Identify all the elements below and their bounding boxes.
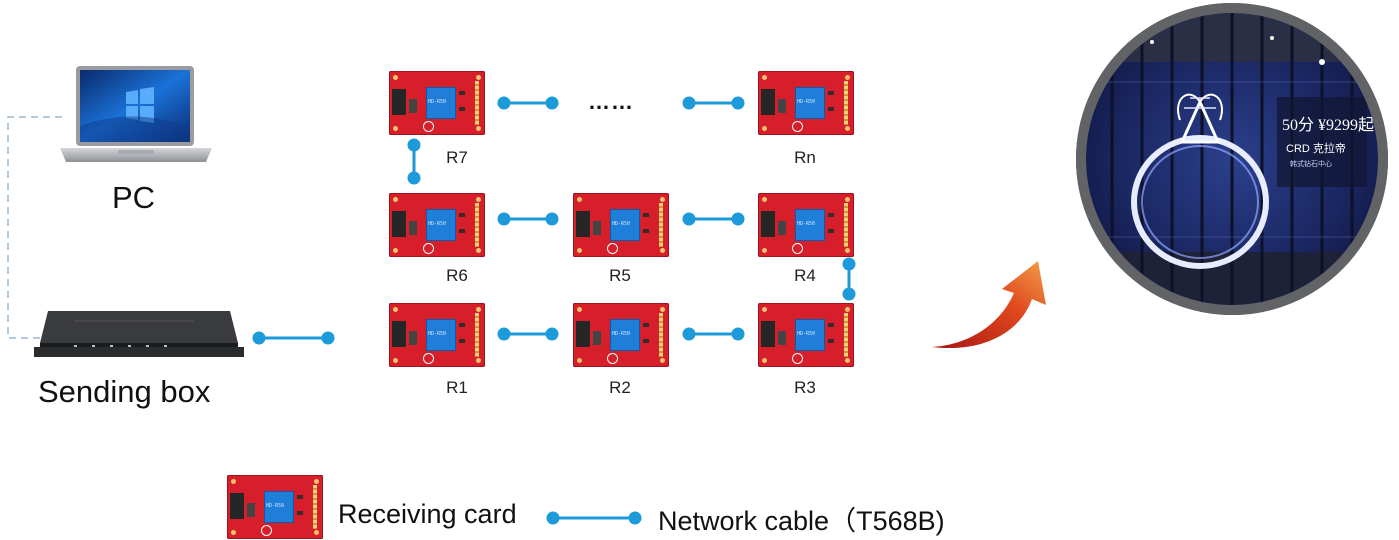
receiving-card-r4: HD-R50 [758,193,854,257]
curved-arrow-icon [932,261,1046,349]
pc-to-sending-box-link [7,116,62,339]
card-label-r1: R1 [446,378,468,397]
cable-r1-r2 [497,327,559,341]
card-label-r6: R6 [446,266,468,285]
card-label-r2: R2 [609,378,631,397]
legend-cable-icon [546,511,642,525]
pc-label: PC [112,180,156,215]
cable-r5-r6 [497,212,559,226]
display-sub-text: 韩式钻石中心 [1290,159,1332,168]
card-label-r7: R7 [446,148,468,167]
display-price-text: 50分 ¥9299起 [1282,116,1374,134]
receiving-card-r1: HD-R50 [389,303,485,367]
cable-r3-r4 [842,257,856,301]
cable-r7-ellipsis [497,96,559,110]
card-label-r3: R3 [794,378,816,397]
sending-box-label: Sending box [38,374,211,409]
cable-r4-r5 [682,212,745,226]
receiving-card-r6: HD-R50 [389,193,485,257]
card-label-r4: R4 [794,266,816,285]
cable-r6-r7 [407,138,421,185]
receiving-card-rn: HD-R50 [758,71,854,135]
display-brand-text: CRD 克拉帝 [1286,141,1346,155]
cable-r2-r3 [682,327,745,341]
receiving-card-r5: HD-R50 [573,193,669,257]
ellipsis-text: …… [588,89,634,114]
sending-box-icon [34,311,244,357]
card-label-rn: Rn [794,148,816,167]
legend-receiving-card-icon: HD-R50 [227,475,323,539]
legend-network-cable-label: Network cable（T568B) [658,506,945,536]
receiving-card-r2: HD-R50 [573,303,669,367]
card-label-r5: R5 [609,266,631,285]
cable-ellipsis-rn [682,96,745,110]
laptop-icon [60,66,212,162]
display-photo: 50分 ¥9299起 CRD 克拉帝 韩式钻石中心 [1076,3,1388,315]
receiving-card-r3: HD-R50 [758,303,854,367]
cable-box-r1 [252,331,335,345]
receiving-card-r7: HD-R50 [389,71,485,135]
legend-receiving-card-label: Receiving card [338,499,517,529]
